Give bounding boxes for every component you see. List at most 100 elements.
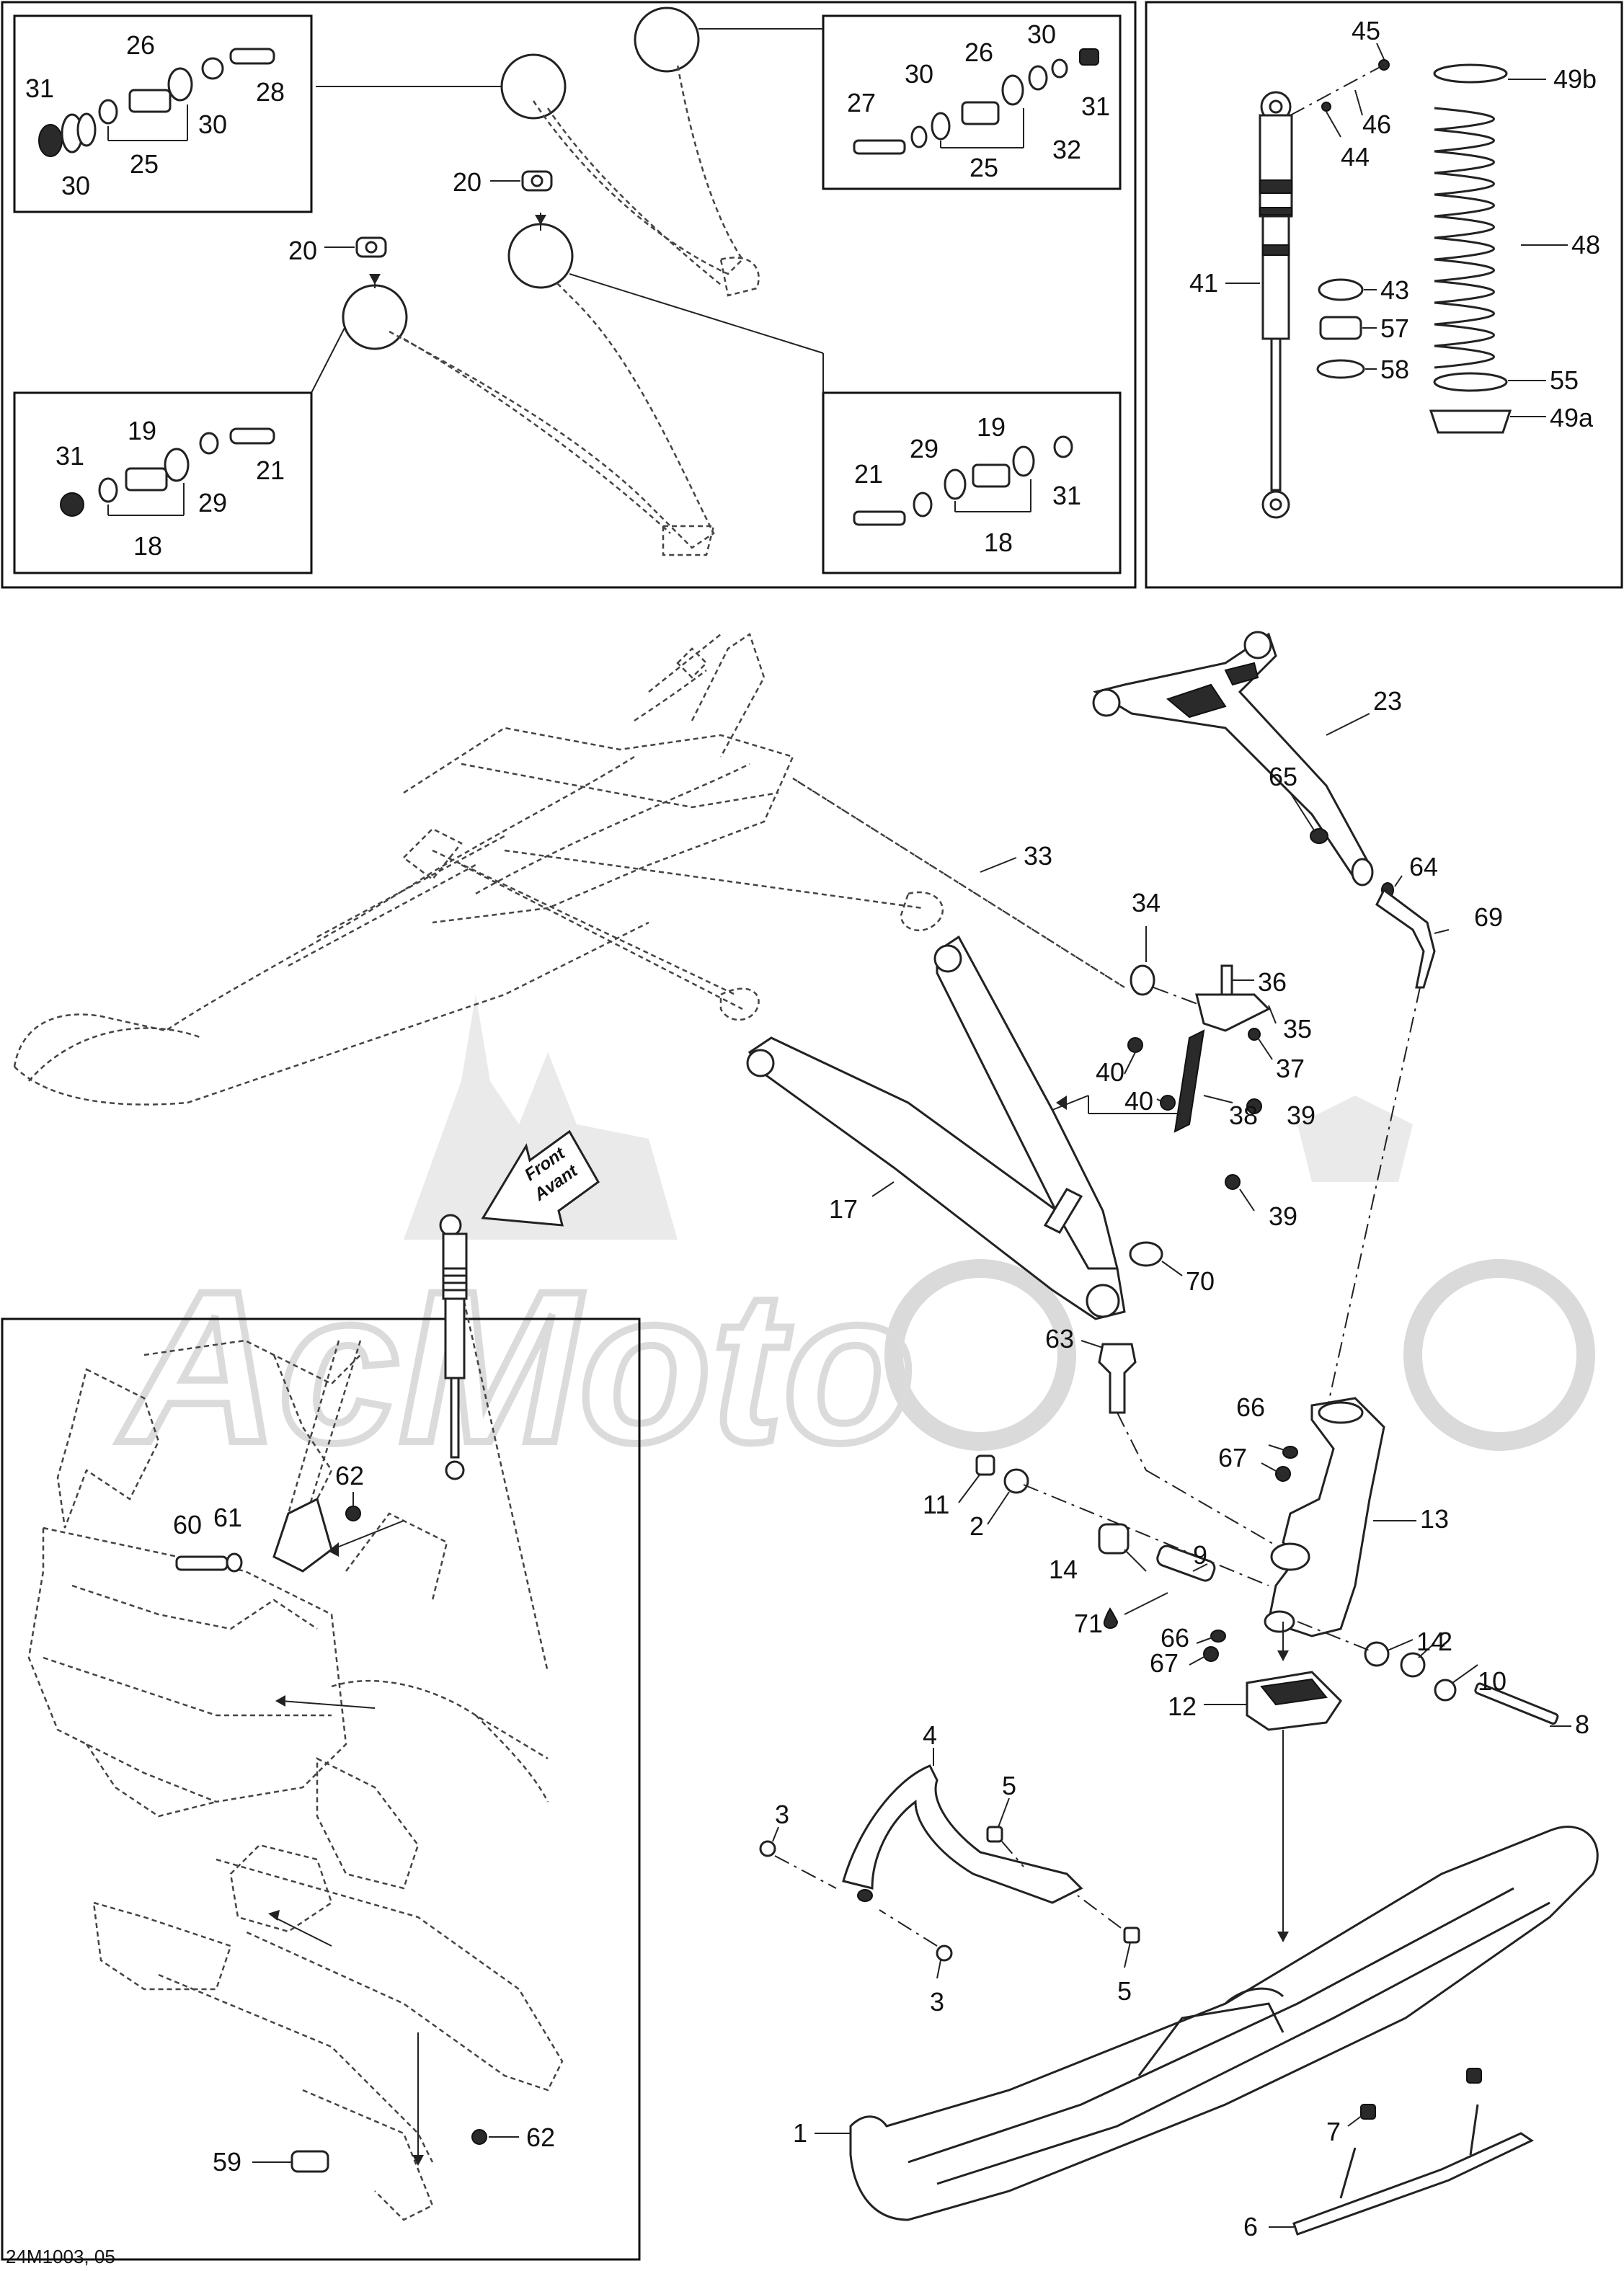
callout-33: 33 xyxy=(1024,841,1052,871)
vehicle-front-ghost xyxy=(13,633,1125,1106)
inset-hardware xyxy=(175,1492,519,2173)
callout-7: 7 xyxy=(1326,2117,1341,2146)
callout-labels: 31 26 30 28 30 25 27 30 26 30 31 32 25 2… xyxy=(25,16,1600,2241)
spring-48 xyxy=(1434,107,1568,369)
callout-40: 40 xyxy=(1096,1057,1124,1087)
callout-26: 26 xyxy=(964,37,993,67)
callout-30: 30 xyxy=(198,110,227,139)
callout-60: 60 xyxy=(173,1510,202,1539)
callout-36: 36 xyxy=(1258,967,1287,997)
callout-59: 59 xyxy=(213,2147,241,2177)
ski-handle-bolts xyxy=(759,1797,1140,1979)
spring-seats xyxy=(1316,63,1546,434)
callout-62: 62 xyxy=(526,2123,555,2152)
callout-10: 10 xyxy=(1478,1666,1507,1696)
callout-38: 38 xyxy=(1229,1101,1258,1130)
steering-arm-35 xyxy=(1195,964,1277,1032)
callout-28: 28 xyxy=(256,77,285,107)
bushing-34 xyxy=(1130,926,1212,1010)
callout-2: 2 xyxy=(969,1511,984,1541)
detail-box-top-right xyxy=(822,14,1122,190)
callout-25: 25 xyxy=(130,149,159,179)
callout-19: 19 xyxy=(128,416,156,445)
shock-hardware-44-46 xyxy=(1290,43,1390,138)
callout-46: 46 xyxy=(1362,110,1391,139)
callout-63: 63 xyxy=(1045,1324,1074,1354)
callout-23: 23 xyxy=(1373,686,1402,716)
callout-30: 30 xyxy=(905,59,933,89)
callout-29: 29 xyxy=(910,434,939,463)
callout-21: 21 xyxy=(854,459,883,489)
callout-66: 66 xyxy=(1236,1392,1265,1422)
callout-44: 44 xyxy=(1341,142,1370,172)
bushing-set-bottom-left xyxy=(60,427,275,517)
ball-joint-69 xyxy=(1326,888,1450,1413)
retaining-ring-70 xyxy=(1129,1241,1183,1276)
tie-rod-33 xyxy=(792,777,1125,989)
callout-58: 58 xyxy=(1380,355,1409,384)
callout-31: 31 xyxy=(1052,481,1081,510)
callout-14: 14 xyxy=(1049,1555,1078,1584)
callout-49b: 49b xyxy=(1553,64,1597,94)
callout-3: 3 xyxy=(775,1800,789,1829)
callout-49a: 49a xyxy=(1550,403,1594,432)
callout-20: 20 xyxy=(453,167,482,197)
callout-41: 41 xyxy=(1189,268,1218,298)
bushing-set-top-left xyxy=(38,48,275,157)
callout-48: 48 xyxy=(1571,230,1600,259)
callout-67: 67 xyxy=(1218,1443,1247,1472)
runner-6 xyxy=(1269,2104,1535,2236)
callout-39: 39 xyxy=(1269,1201,1297,1231)
callout-19: 19 xyxy=(977,412,1006,442)
callout-39: 39 xyxy=(1287,1101,1315,1130)
callout-61: 61 xyxy=(213,1503,242,1532)
callout-35: 35 xyxy=(1283,1014,1312,1044)
callout-29: 29 xyxy=(198,488,227,517)
callout-69: 69 xyxy=(1474,902,1503,932)
upper-a-arm-ghost xyxy=(316,6,823,297)
frame-inset-ghost xyxy=(27,1225,564,2221)
callout-31: 31 xyxy=(25,74,54,103)
callout-14: 14 xyxy=(1416,1627,1445,1656)
callout-27: 27 xyxy=(847,88,876,117)
callout-2: 2 xyxy=(1438,1627,1452,1656)
ski-1 xyxy=(815,1826,1599,2221)
callout-18: 18 xyxy=(984,528,1013,557)
callout-31: 31 xyxy=(56,441,84,471)
callout-4: 4 xyxy=(923,1720,937,1750)
washer-20-lower xyxy=(324,236,387,258)
lower-a-arm-ghost xyxy=(311,213,824,556)
callout-67: 67 xyxy=(1150,1648,1179,1678)
bushing-set-top-right xyxy=(853,48,1099,155)
spindle-13 xyxy=(1261,1397,1416,1637)
callout-71: 71 xyxy=(1074,1609,1103,1638)
callout-70: 70 xyxy=(1186,1266,1215,1296)
spindle-pin-set xyxy=(958,1454,1571,1727)
callout-66: 66 xyxy=(1161,1623,1189,1653)
callout-5: 5 xyxy=(1117,1976,1132,2006)
drawing-code: 24M1003, 05 xyxy=(6,2246,115,2267)
callout-65: 65 xyxy=(1269,762,1297,791)
callout-11: 11 xyxy=(923,1490,949,1519)
callout-18: 18 xyxy=(133,531,162,561)
ball-joint-63 xyxy=(1081,1340,1284,1550)
callout-5: 5 xyxy=(1002,1771,1016,1800)
callout-64: 64 xyxy=(1409,852,1438,881)
callout-31: 31 xyxy=(1081,92,1110,121)
watermark-logo: AcMoto xyxy=(112,995,1595,1491)
callout-55: 55 xyxy=(1550,365,1579,395)
shock-panel xyxy=(1145,1,1623,589)
callout-26: 26 xyxy=(126,30,155,60)
detail-box-top-left xyxy=(13,14,313,213)
upper-a-arm-23 xyxy=(1092,631,1374,886)
callout-9: 9 xyxy=(1193,1540,1207,1570)
callout-20: 20 xyxy=(288,236,317,265)
callout-6: 6 xyxy=(1243,2212,1258,2241)
leader-65 xyxy=(1290,792,1316,833)
ski-handle-4 xyxy=(842,1748,1083,1904)
shock-absorber-41 xyxy=(1225,91,1293,519)
front-direction-arrow: Front Avant xyxy=(481,1129,600,1227)
callout-43: 43 xyxy=(1380,275,1409,305)
frame-inset-panel xyxy=(1,1317,641,2261)
